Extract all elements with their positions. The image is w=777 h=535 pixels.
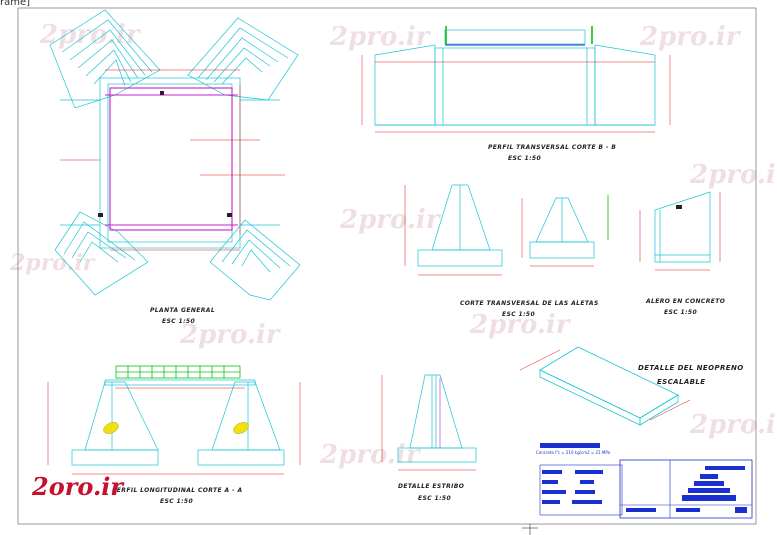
- estribo-scale: ESC 1:50: [418, 495, 452, 502]
- perfil-transversal-view: [374, 29, 656, 126]
- perfil-title: PERFIL TRANSVERSAL CORTE B - B: [488, 144, 617, 151]
- aleta-section-2: [529, 197, 595, 259]
- longitudinal-view: [71, 379, 285, 466]
- window-frame-tag: rame]: [0, 0, 31, 8]
- planta-dimensions: [60, 69, 285, 251]
- perfil-scale: ESC 1:50: [508, 155, 542, 162]
- alero-title: ALERO EN CONCRETO: [646, 298, 726, 305]
- neopreno-dimensions: [519, 349, 691, 421]
- sheet-border: [17, 7, 757, 525]
- neopreno-title: DETALLE DEL NEOPRENO: [638, 364, 744, 372]
- estribo-dimensions: [381, 375, 476, 471]
- alero-view: [654, 191, 711, 263]
- longitudinal-railing: [115, 365, 241, 379]
- perfil-rails: [445, 26, 593, 44]
- title-block: [619, 459, 753, 519]
- alero-marker: [676, 205, 682, 209]
- planta-markers: [98, 91, 232, 217]
- corte-aletas-scale: ESC 1:50: [502, 311, 536, 318]
- longitudinal-title: PERFIL LONGITUDINAL CORTE A - A: [112, 487, 243, 494]
- aleta-section-1: [417, 184, 503, 267]
- neopreno-view: [539, 346, 679, 426]
- estribo-title: DETALLE ESTRIBO: [398, 483, 465, 490]
- planta-deck: [105, 87, 238, 231]
- planta-title: PLANTA GENERAL: [150, 307, 216, 314]
- estribo-view: [397, 374, 477, 463]
- aletas-dimensions: [404, 185, 721, 276]
- planta-scale: ESC 1:50: [162, 318, 196, 325]
- brand-logo: 2oro.ir: [32, 472, 124, 501]
- spec-table: [539, 443, 623, 516]
- longitudinal-bearings: [103, 422, 249, 434]
- concrete-note: Concreto f'c = 210 kg/cm2 = 21 MPa: [536, 450, 611, 455]
- planta-general-view: [49, 9, 301, 301]
- alero-scale: ESC 1:50: [664, 309, 698, 316]
- corte-aletas-title: CORTE TRANSVERSAL DE LAS ALETAS: [460, 300, 599, 307]
- longitudinal-scale: ESC 1:50: [160, 498, 194, 505]
- perfil-dimensions: [361, 55, 671, 133]
- longitudinal-dimensions: [47, 382, 301, 475]
- neopreno-subtitle: ESCALABLE: [657, 378, 706, 386]
